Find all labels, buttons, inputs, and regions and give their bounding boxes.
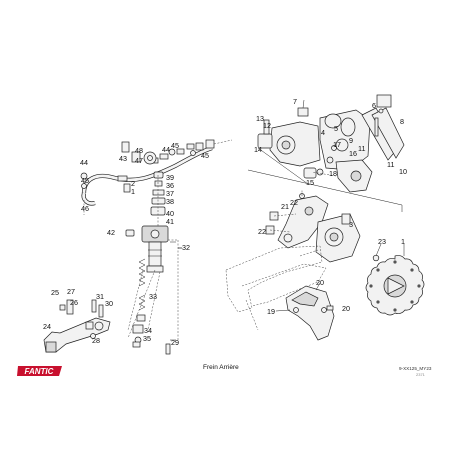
callout-label: 30 xyxy=(105,299,113,308)
callout-label: 43 xyxy=(119,154,127,163)
callout-label: 41 xyxy=(166,217,174,226)
callout-label: 14 xyxy=(254,145,262,154)
callout-label: 47 xyxy=(135,156,143,165)
callout-label: 11 xyxy=(358,144,365,153)
callout-labels: 2 1 3 4 5 6 7 8 9 10 11 11 12 13 14 15 1… xyxy=(43,97,407,347)
caliper-exploded xyxy=(257,94,405,193)
brake-pedal xyxy=(43,299,171,355)
callout-label: 45 xyxy=(201,151,209,160)
callout-label: 28 xyxy=(92,336,100,345)
callout-label: 19 xyxy=(267,307,275,316)
callout-label: 11 xyxy=(387,160,394,169)
diagram-sub-code: 2371 xyxy=(416,372,425,377)
callout-label: 39 xyxy=(166,173,174,182)
callout-label: 26 xyxy=(70,298,78,307)
diagram-code: 9-XX125_MY23 xyxy=(399,366,432,371)
callout-label: 20 xyxy=(342,304,350,313)
callout-label: 40 xyxy=(166,209,174,218)
callout-label: 6 xyxy=(372,101,376,110)
callout-label: 23 xyxy=(378,237,386,246)
callout-label: 25 xyxy=(51,288,59,297)
callout-label: 12 xyxy=(263,121,271,130)
callout-label: 20 xyxy=(316,278,324,287)
callout-label: 13 xyxy=(256,114,264,123)
callout-label: 46 xyxy=(81,204,89,213)
callout-label: 7 xyxy=(293,97,297,106)
brake-hose xyxy=(80,139,215,206)
callout-label: 29 xyxy=(171,338,179,347)
callout-label: 8 xyxy=(400,117,404,126)
callout-label: 10 xyxy=(399,167,407,176)
logo-text: FANTIC xyxy=(25,367,54,376)
callout-label: 48 xyxy=(135,146,143,155)
master-cylinder xyxy=(121,141,196,273)
callout-label: 1 xyxy=(401,237,405,246)
callout-label: 17 xyxy=(333,140,341,149)
callout-label: 1 xyxy=(131,187,135,196)
callout-label: 3 xyxy=(349,220,353,229)
callout-label: 16 xyxy=(349,149,357,158)
callout-label: 32 xyxy=(182,243,190,252)
brake-disc xyxy=(365,255,425,316)
callout-label: 35 xyxy=(143,334,151,343)
callout-label: 24 xyxy=(43,322,51,331)
brand-logo: FANTIC xyxy=(17,364,63,378)
callout-label: 21 xyxy=(281,202,289,211)
callout-label: 2 xyxy=(131,179,135,188)
logo-shape xyxy=(17,366,62,376)
callout-label: 34 xyxy=(144,326,152,335)
callout-label: 31 xyxy=(96,292,104,301)
callout-label: 15 xyxy=(306,178,314,187)
swingarm-outline xyxy=(225,245,327,331)
callout-label: 38 xyxy=(166,197,174,206)
callout-label: 37 xyxy=(166,189,174,198)
callout-label: 5 xyxy=(334,124,338,133)
callout-label: 45 xyxy=(81,176,89,185)
callout-label: 22 xyxy=(290,198,298,207)
callout-label: 9 xyxy=(349,136,353,145)
callout-label: 44 xyxy=(80,158,88,167)
callout-label: 36 xyxy=(166,181,174,190)
callout-label: 4 xyxy=(321,128,325,137)
callout-label: 22 xyxy=(258,227,266,236)
leader-lines xyxy=(170,99,405,341)
callout-label: 27 xyxy=(67,287,75,296)
callout-label: 42 xyxy=(107,228,115,237)
disc-guard xyxy=(285,285,335,341)
callout-label: 44 xyxy=(162,145,170,154)
diagram-title: Frein Arrière xyxy=(203,364,239,371)
callout-label: 45 xyxy=(171,141,179,150)
callout-label: 18 xyxy=(329,169,337,178)
callout-label: 33 xyxy=(149,292,157,301)
